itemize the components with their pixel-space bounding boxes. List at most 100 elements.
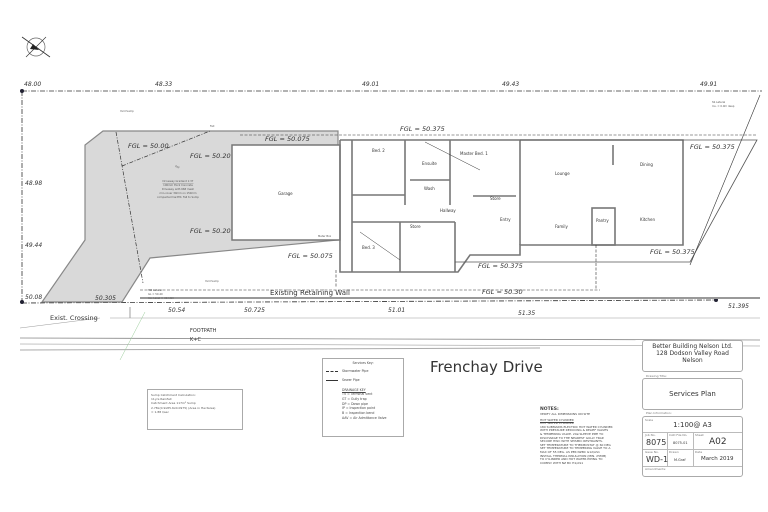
services-key-title: Services Key: — [352, 361, 374, 365]
notes-line: & TEMPERING VALVE. 20ø SLEEVE PIPE TO — [540, 431, 604, 436]
room-label: Family — [555, 224, 569, 229]
yard-sump-label: Yard Sump — [120, 109, 134, 113]
date-label: Date — [695, 450, 703, 454]
sump-area: Catchment Area 117m² Sump — [151, 401, 196, 406]
svg-text:100mm thick Concrete: 100mm thick Concrete — [163, 183, 193, 187]
stormwater-pipes — [140, 134, 757, 291]
issue-number: WD-1 — [646, 455, 669, 464]
fgl-label: FGL = 50.375 — [650, 248, 695, 256]
sw-lateral-label: SW Lateral — [148, 288, 162, 292]
issue-label: Issue No. — [645, 450, 659, 454]
svg-text:min.cover 30mm on 150mm: min.cover 30mm on 150mm — [160, 191, 197, 195]
notes-line: TO CYLINDER AND HOT WATER PIPING TO — [540, 457, 603, 462]
notes-line: INSTALL THERMAL INSULATION (MIN. 25MM) — [540, 453, 607, 458]
drainage-key-item: IP = Inspection point — [342, 406, 376, 411]
crossing-label: Exist. Crossing — [50, 314, 98, 322]
level-label: 50.54 — [168, 307, 185, 314]
survey-peg-icon — [20, 89, 24, 93]
drainage-key-item: TV = Terminal vent — [342, 392, 373, 396]
svg-text:Driveway with 668 mesh: Driveway with 668 mesh — [162, 187, 195, 191]
scale-label: Scale — [645, 418, 654, 422]
fgl-label: FGL = 50.075 — [265, 135, 310, 143]
notes-title: NOTES: — [540, 407, 559, 412]
notes-hw-title: HOT WATER CYLINDER — [540, 417, 574, 422]
drawn-label: Drawn — [669, 450, 679, 454]
notes-line: DISCHARGE TO THE NEAREST GULLY TRAP. — [540, 435, 605, 440]
room-label: Store — [490, 196, 501, 201]
notes-line: 180 SUBMAINS ELECTRIC HOT WATER CYLINDER — [540, 424, 613, 429]
amendments-label: Amendments: — [645, 467, 667, 471]
level-label: 48.33 — [155, 81, 172, 88]
services-key: Services Key: Stormwater Pipe Sewer Pipe… — [322, 358, 404, 437]
fgl-label: FGL = 50.00 — [128, 142, 169, 150]
sw-lateral-label: GL = 50.40 — [148, 292, 163, 296]
scale: 1:100@ A3 — [673, 421, 712, 429]
room-label: Kitchen — [640, 217, 655, 222]
svg-text:compacted hardfill. Fall to Su: compacted hardfill. Fall to Sump — [157, 195, 199, 199]
sump-calculation: Sump Catchment Calculation: 11yrs Rainfa… — [147, 389, 243, 430]
plan-info-label: Plan Information: — [646, 411, 672, 415]
room-label: Store — [410, 224, 421, 229]
sump-formula: 2.78x(0.9x85.6x0.0975) (Area in Hectares… — [151, 405, 216, 410]
svg-text:Driveway Gradient 1:37: Driveway Gradient 1:37 — [163, 179, 194, 183]
sump-title: Sump Catchment Calculation: — [151, 393, 196, 397]
level-label: 48.00 — [24, 81, 41, 88]
room-label: Lounge — [555, 171, 570, 176]
room-label: Wash — [424, 186, 435, 191]
date: March 2019 — [701, 456, 734, 462]
level-label: 51.01 — [388, 307, 405, 314]
yard-sump-label: Yard Sump — [205, 279, 219, 283]
sewer-label: Sewer Pipe — [342, 378, 360, 382]
stormwater-line-icon — [326, 370, 338, 372]
notes-line: COMPLY WITH NZ BC H1/AS1 — [540, 460, 584, 465]
fgl-label: FGL = 50.20 — [190, 152, 231, 160]
fgl-label: FGL = 50.375 — [478, 262, 523, 270]
notes: NOTES: VERIFY ALL DIMENSIONS ON SITE HOT… — [540, 407, 630, 465]
level-label: 49.91 — [700, 81, 717, 88]
level-label: 50.305 — [95, 295, 116, 302]
plan-info-box: Scale 1:100@ A3 Job No. 8075 CAD File No… — [642, 416, 743, 477]
driveway-note: Driveway Gradient 1:37 100mm thick Concr… — [157, 179, 199, 199]
room-label: Ensuite — [422, 161, 437, 166]
room-label: Entry — [500, 217, 511, 222]
cad-label: CAD File No. — [669, 433, 688, 437]
level-label: 51.35 — [518, 310, 535, 317]
stormwater-label: Stormwater Pipe — [342, 369, 369, 373]
retaining-wall-label: Existing Retaining Wall — [270, 289, 350, 297]
job-number: 8075 — [646, 438, 667, 447]
ss-lateral-label: SS Lateral — [712, 100, 725, 104]
room-label: Pantry — [596, 218, 609, 223]
level-label: 50.725 — [244, 307, 265, 314]
company-name: Better Building Nelson Ltd. — [652, 343, 733, 350]
room-label: Meter Box — [318, 234, 332, 238]
sump-result: = 1.88 l/sec — [151, 409, 170, 414]
drainage-key-title: DRAINAGE KEY — [342, 388, 366, 392]
fall-label: Fall — [175, 164, 181, 169]
notes-line: SET TEMPERATURE TO THERMOSTAT @ 60 DEG — [540, 442, 611, 447]
company-address: 128 Dodson Valley Road — [656, 350, 729, 357]
sump-rainfall: 11yrs Rainfall — [151, 397, 172, 402]
room-label: Master Bed. 1 — [460, 151, 488, 156]
sheet-label: Sheet — [695, 433, 704, 437]
fgl-label: FGL = 50.375 — [400, 125, 445, 133]
survey-peg-icon — [20, 300, 24, 304]
fgl-label: FGL = 50.375 — [690, 143, 735, 151]
fall-label: Fall — [210, 124, 215, 128]
fgl-label: FGL = 50.075 — [288, 252, 333, 260]
level-label: 49.43 — [502, 81, 519, 88]
drainage-key-item: B = Inspection bend — [342, 411, 375, 416]
ss-lateral-inv: Inv. = 0.9m deep — [712, 104, 735, 108]
north-arrow-icon — [21, 36, 51, 58]
fgl-label: FGL = 50.30 — [482, 288, 523, 296]
notes-line: WITH PRESSURE REDUCING & RELIEF VALVES — [540, 428, 609, 433]
company-box: Better Building Nelson Ltd. 128 Dodson V… — [642, 340, 743, 372]
drainage-key-item: AAV = Air Admittance Valve — [342, 415, 387, 420]
level-label: 49.01 — [362, 81, 379, 88]
kc-label: K+C — [190, 337, 201, 343]
site-boundary — [21, 90, 762, 304]
notes-line: HOT WATER CYLINDER — [540, 421, 574, 426]
notes-verify: VERIFY ALL DIMENSIONS ON SITE — [540, 412, 591, 416]
drawing-title-box: Services Plan — [642, 378, 743, 410]
drawing-title: Services Plan — [669, 390, 716, 398]
